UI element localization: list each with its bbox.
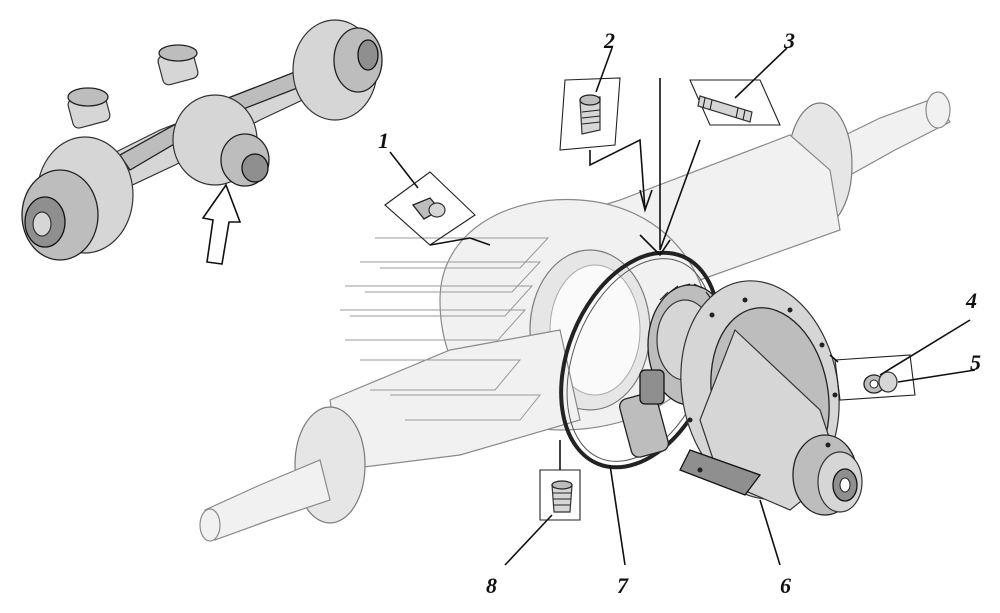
washer-nut-parts-4-5 [829,319,976,401]
leader-6 [759,499,781,566]
plug-part-8 [504,440,581,566]
callout-2: 2 [603,28,615,53]
stud-part-3 [639,47,788,257]
callout-labels: 1 2 3 4 5 6 7 8 [378,28,981,598]
leader-7 [609,464,626,566]
callout-8: 8 [486,573,497,598]
callout-3: 3 [783,28,795,53]
plug-part-2 [559,47,653,213]
callout-1: 1 [378,128,389,153]
inset-assembled-axle [21,19,383,265]
callout-5: 5 [970,350,981,375]
callout-7: 7 [617,573,629,598]
callout-4: 4 [965,288,977,313]
plug-part-1 [384,151,491,246]
callout-6: 6 [780,573,791,598]
